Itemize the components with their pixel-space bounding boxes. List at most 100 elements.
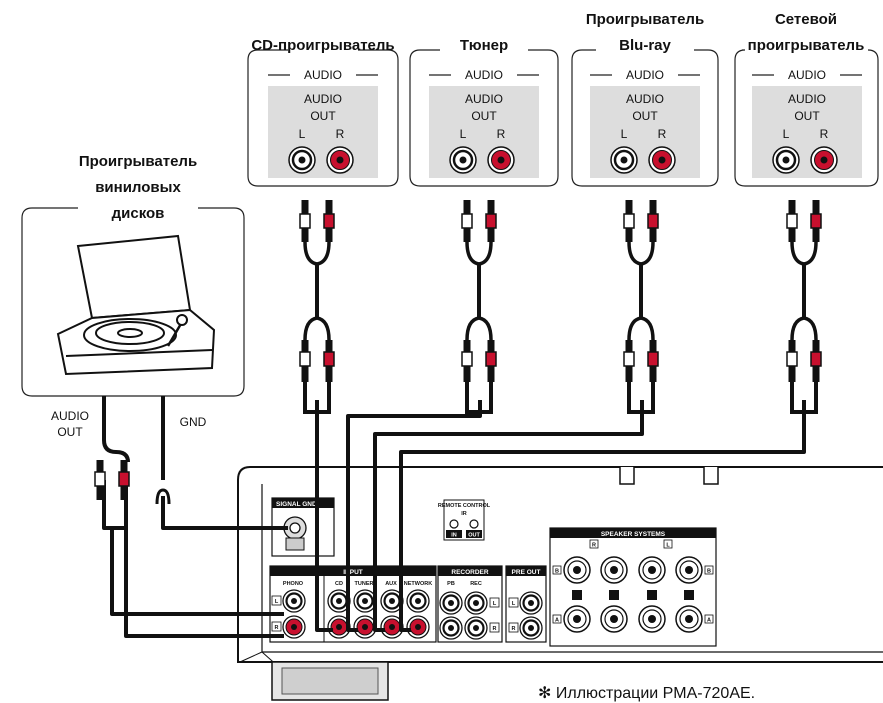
jack-left-label: L <box>783 127 790 141</box>
device-title: Сетевой <box>775 11 837 28</box>
section-label: AUDIO <box>626 68 664 82</box>
network-r-jack-icon[interactable] <box>406 615 430 639</box>
input-label-cd: CD <box>335 581 343 587</box>
right-jack-icon <box>487 146 515 174</box>
audio-out-panel-bluray: AUDIO AUDIO OUT L R <box>590 68 700 178</box>
speaker-r-mark: R <box>592 543 596 549</box>
input-label-aux: AUX <box>385 581 397 587</box>
rca-plug-pair-cd <box>299 200 335 414</box>
device-title: Проигрыватель <box>586 11 704 28</box>
ir-out-label: OUT <box>468 533 480 539</box>
device-title: CD-проигрыватель <box>251 37 394 54</box>
speaker-terminal-icon[interactable] <box>675 605 703 633</box>
jack-title: OUT <box>794 109 820 123</box>
network-l-jack-icon[interactable] <box>405 588 431 614</box>
jack-right-label: R <box>497 127 506 141</box>
speaker-terminal-icon[interactable] <box>563 556 591 584</box>
section-label: AUDIO <box>465 68 503 82</box>
rca-plug-pair-tuner <box>461 200 497 414</box>
pre-out-header: PRE OUT <box>512 569 541 576</box>
recorder-pb-l-jack-icon[interactable] <box>438 590 464 616</box>
left-jack-icon <box>287 145 317 175</box>
jack-title: AUDIO <box>465 92 503 106</box>
speaker-group-mark: B <box>555 569 559 575</box>
speaker-terminal-icon[interactable] <box>638 556 666 584</box>
speaker-l-mark: L <box>666 543 670 549</box>
speaker-terminal-icon[interactable] <box>638 605 666 633</box>
left-jack-icon <box>448 145 478 175</box>
ir-in-label: IN <box>451 533 457 539</box>
device-title: проигрыватель <box>748 37 865 54</box>
recorder-pb-label: PB <box>447 581 455 587</box>
turntable-title: Проигрыватель <box>79 153 197 170</box>
device-bluray-player: Проигрыватель Blu-ray <box>571 11 719 187</box>
section-label: AUDIO <box>788 68 826 82</box>
recorder-rec-label: REC <box>470 581 482 587</box>
recorder-rec-l-jack-icon[interactable] <box>463 590 489 616</box>
section-label: AUDIO <box>304 68 342 82</box>
speaker-group-mark: A <box>555 618 559 624</box>
rca-plug-pair-network <box>786 200 822 414</box>
turntable-gnd-label: GND <box>180 415 207 429</box>
ir-label: IR <box>461 511 467 517</box>
jack-title: OUT <box>310 109 336 123</box>
right-jack-icon <box>648 146 676 174</box>
rca-plug-pair-bluray <box>623 200 659 414</box>
right-jack-icon <box>326 146 354 174</box>
recorder-pb-r-jack-icon[interactable] <box>438 615 464 641</box>
device-network-player: Сетевой проигрыватель <box>734 11 879 187</box>
turntable-audio-out-label: OUT <box>57 425 83 439</box>
speaker-terminal-icon[interactable] <box>675 556 703 584</box>
audio-out-panel-cd: AUDIO AUDIO OUT L R <box>268 68 378 178</box>
minus-icon <box>647 590 657 600</box>
plus-icon <box>572 590 582 600</box>
jack-title: OUT <box>632 109 658 123</box>
minus-icon <box>609 590 619 600</box>
pre-out-l-jack-icon[interactable] <box>518 590 544 616</box>
device-tuner: Тюнер <box>409 37 559 187</box>
speaker-systems-header: SPEAKER SYSTEMS <box>601 531 666 538</box>
right-jack-icon <box>810 146 838 174</box>
phono-l-jack-icon[interactable] <box>281 588 307 614</box>
device-title: Тюнер <box>460 37 508 54</box>
jack-title: AUDIO <box>788 92 826 106</box>
plus-icon <box>684 590 694 600</box>
recorder-header: RECORDER <box>451 569 489 576</box>
pre-out-l-mark: L <box>512 601 516 607</box>
jack-left-label: L <box>460 127 467 141</box>
gnd-fork-icon <box>155 488 171 505</box>
left-jack-icon <box>609 145 639 175</box>
rca-plugs <box>94 200 822 505</box>
input-label-phono: PHONO <box>283 581 304 587</box>
turntable-audio-out-label: AUDIO <box>51 409 89 423</box>
jack-right-label: R <box>820 127 829 141</box>
amplifier-rear-panel: SIGNAL GND REMOTE CONTROL IR IN OUT INPU… <box>237 466 883 701</box>
recorder-rec-r-jack-icon[interactable] <box>463 615 489 641</box>
phono-r-jack-icon[interactable] <box>282 615 306 639</box>
input-label-network: NETWORK <box>404 581 432 587</box>
left-jack-icon <box>771 145 801 175</box>
device-title: Blu-ray <box>619 37 671 54</box>
speaker-terminal-icon[interactable] <box>563 605 591 633</box>
phono-l-mark: L <box>275 599 279 605</box>
jack-title: AUDIO <box>304 92 342 106</box>
tuner-l-jack-icon[interactable] <box>352 588 378 614</box>
device-cd-player: CD-проигрыватель <box>247 37 399 187</box>
speaker-terminal-icon[interactable] <box>600 605 628 633</box>
jack-left-label: L <box>621 127 628 141</box>
turntable-title: виниловых <box>95 179 181 196</box>
jack-right-label: R <box>336 127 345 141</box>
speaker-terminal-icon[interactable] <box>600 556 628 584</box>
input-header: INPUT <box>343 569 363 576</box>
jack-title: OUT <box>471 109 497 123</box>
audio-out-panel-network: AUDIO AUDIO OUT L R <box>752 68 862 178</box>
jack-title: AUDIO <box>626 92 664 106</box>
pre-out-r-mark: R <box>512 626 516 632</box>
speaker-group-mark: A <box>707 618 711 624</box>
pre-out-r-jack-icon[interactable] <box>518 615 544 641</box>
remote-control-label: REMOTE CONTROL <box>438 503 491 509</box>
rca-plug-pair-phono <box>94 460 130 500</box>
footnote: ✻ Иллюстрации PMA-720AE. <box>538 685 755 702</box>
tuner-r-jack-icon[interactable] <box>353 615 377 639</box>
